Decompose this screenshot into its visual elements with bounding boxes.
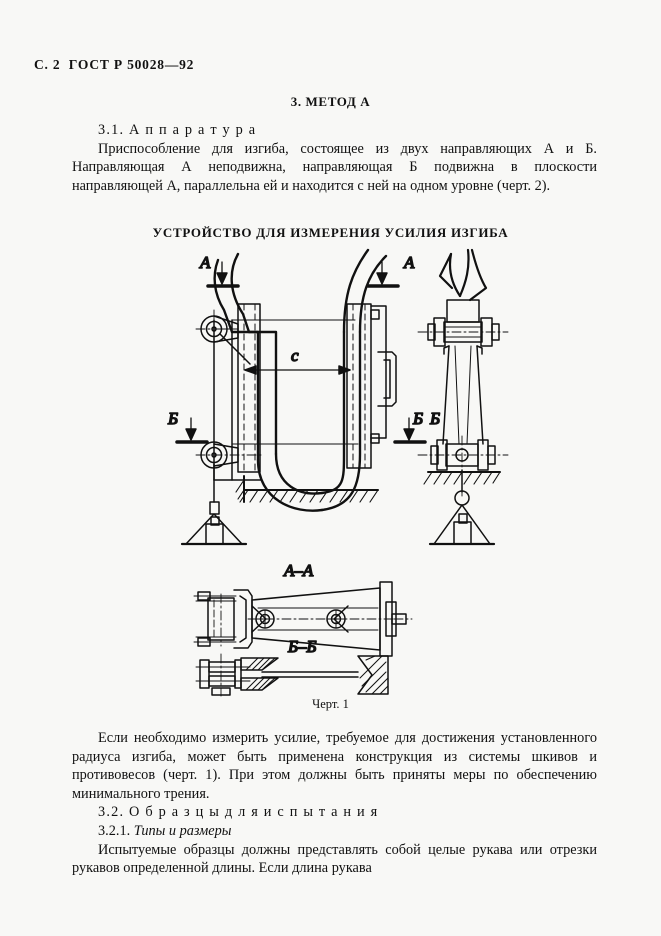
marker-a-left [206, 261, 240, 288]
label-section-b-left: Б [167, 409, 178, 428]
paragraph-3-2-1: Испытуемые образцы должны представлять с… [72, 841, 597, 877]
side-view [417, 248, 509, 499]
tail-text-block: Если необходимо измерить усилие, требуем… [72, 729, 597, 878]
drawing-svg: c А А [166, 248, 509, 697]
figure-caption: Черт. 1 [312, 697, 349, 711]
top-left-pulley [195, 309, 251, 365]
running-header: С. 2 ГОСТ Р 50028—92 [34, 57, 195, 72]
marker-b-right [393, 417, 427, 444]
bottom-left-pulley [195, 435, 263, 497]
label-side-view-b: Б [412, 409, 423, 428]
subheading-3-2: 3.2. О б р а з ц ы д л я и с п ы т а н и… [98, 804, 379, 821]
label-section-a-right: А [403, 253, 415, 272]
subheading-3-2-1: 3.2.1. Типы и размеры [72, 822, 597, 841]
label-section-a-left: А [199, 253, 211, 272]
counterweight-left [180, 463, 248, 546]
figure-title: УСТРОЙСТВО ДЛЯ ИЗМЕРЕНИЯ УСИЛИЯ ИЗГИБА [152, 225, 509, 240]
counterweight-right [428, 469, 496, 546]
label-section-b-right: Б [429, 409, 440, 428]
paragraph-note: Если необходимо измерить усилие, требуем… [72, 730, 597, 802]
label-dimension-c: c [291, 346, 299, 365]
section-b-b [195, 653, 389, 697]
marker-a-right [366, 261, 400, 288]
paragraph-3-1: Приспособление для изгиба, состоящее из … [72, 140, 597, 194]
marker-b-left [175, 417, 209, 444]
ground-hatching-side [423, 471, 501, 485]
apparatus-text-block: 3.1. А п п а р а т у р а Приспособление … [72, 121, 597, 195]
subheading-3-1: 3.1. А п п а р а т у р а [98, 122, 257, 138]
section-heading: 3. МЕТОД А [290, 94, 371, 109]
dimension-c [244, 365, 351, 375]
guide-b-bar [346, 303, 397, 469]
label-view-b-b: Б–Б [287, 637, 317, 656]
subheading-3-2-1-number: 3.2.1. [98, 822, 134, 839]
subheading-3-2-1-title: Типы и размеры [133, 822, 232, 839]
ground-hatching-main [235, 475, 379, 503]
section-a-a [193, 581, 413, 657]
technical-drawing: c А А [0, 248, 661, 698]
label-view-a-a: А–А [283, 561, 314, 580]
